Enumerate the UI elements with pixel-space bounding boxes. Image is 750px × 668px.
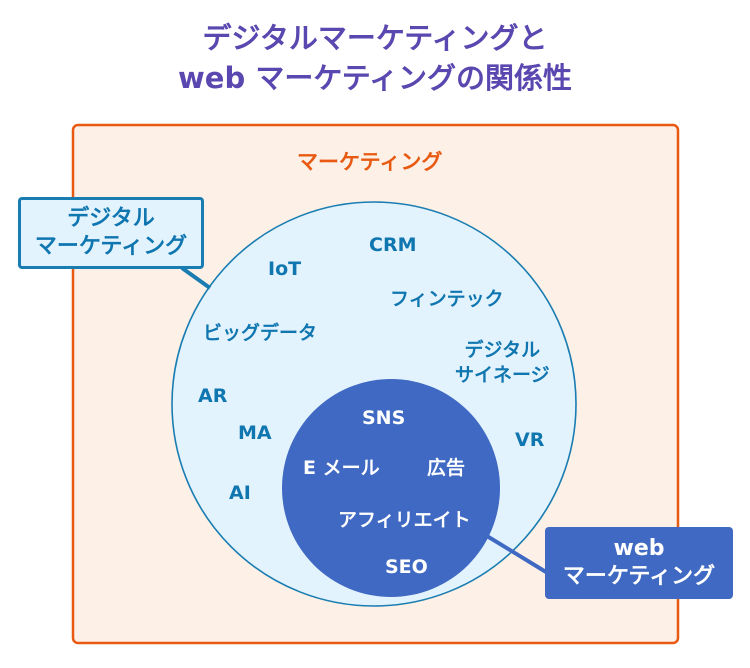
item-ai: AI bbox=[229, 482, 251, 504]
item-ar: AR bbox=[198, 385, 228, 407]
marketing-label: マーケティング bbox=[297, 150, 443, 174]
item-sns: SNS bbox=[362, 407, 406, 429]
item-bigdata: ビッグデータ bbox=[203, 322, 318, 344]
item-digital-signage-line-1: デジタル bbox=[464, 339, 541, 361]
web-callout-connector bbox=[480, 531, 548, 574]
item-vr: VR bbox=[515, 429, 545, 451]
item-seo: SEO bbox=[385, 556, 428, 578]
digital-marketing-callout: デジタル マーケティング bbox=[18, 197, 204, 269]
diagram-title-line-1: デジタルマーケティングと bbox=[202, 21, 548, 55]
diagram-title-line-2: web マーケティングの関係性 bbox=[178, 61, 572, 95]
item-crm: CRM bbox=[369, 234, 417, 256]
web-callout-line-1: web bbox=[613, 536, 665, 561]
digital-callout-line-1: デジタル bbox=[67, 206, 155, 231]
digital-callout-line-2: マーケティング bbox=[34, 234, 188, 259]
item-digital-signage-line-2: サイネージ bbox=[455, 364, 550, 386]
item-fintech: フィンテック bbox=[390, 288, 504, 310]
item-iot: IoT bbox=[268, 258, 302, 280]
item-affiliate: アフィリエイト bbox=[338, 509, 471, 531]
web-marketing-callout: web マーケティング bbox=[545, 527, 733, 599]
web-marketing-circle bbox=[282, 379, 500, 597]
item-ads: 広告 bbox=[427, 457, 466, 479]
web-callout-line-2: マーケティング bbox=[562, 564, 716, 589]
item-email: E メール bbox=[303, 457, 380, 479]
item-digital-signage: デジタル サイネージ bbox=[455, 338, 550, 388]
digital-callout-connector bbox=[180, 266, 212, 290]
item-ma: MA bbox=[238, 422, 272, 444]
